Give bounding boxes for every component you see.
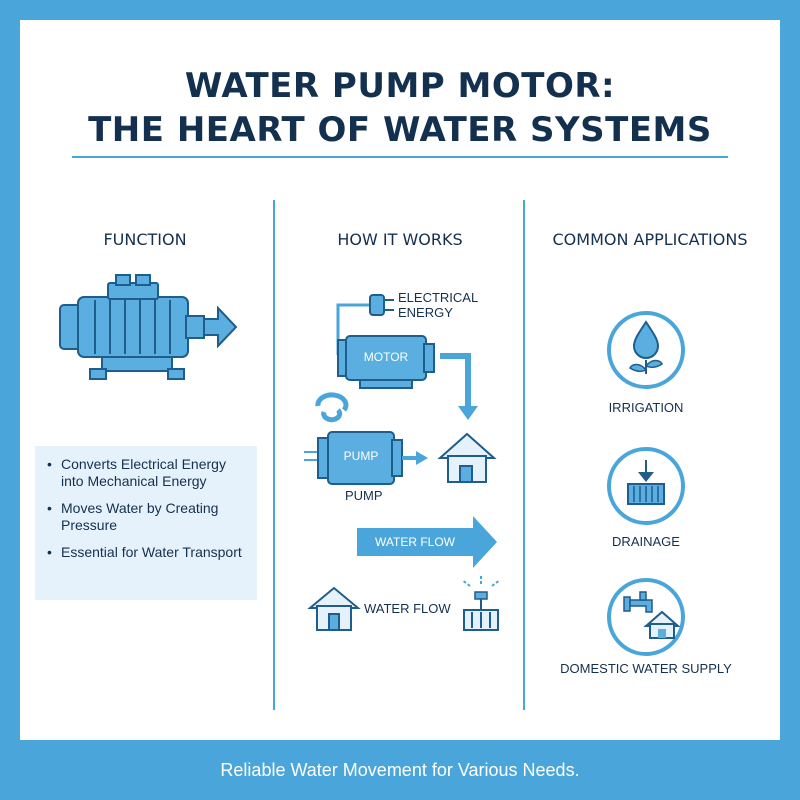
motor-block: [337, 335, 435, 389]
application-label-drainage: DRAINAGE: [612, 534, 680, 549]
applications-icons: [607, 311, 685, 656]
sprinkler-icon: [461, 574, 501, 631]
column-divider-left: [273, 200, 275, 710]
application-label-irrigation: IRRIGATION: [608, 400, 684, 415]
flow-arrow-down: [440, 353, 471, 408]
water-flow-arrow: [357, 516, 497, 568]
function-bullet-2: Moves Water by Creating Pressure: [45, 500, 247, 534]
how-it-works-heading: HOW IT WORKS: [337, 230, 463, 249]
title-line-2: THE HEART OF WATER SYSTEMS: [88, 110, 712, 150]
electrical-energy-label: ELECTRICAL ENERGY: [398, 290, 478, 320]
how-it-works-diagram: [304, 294, 501, 631]
swirl-icon: [315, 392, 349, 423]
electric-motor-icon: [59, 274, 238, 380]
column-divider-right: [523, 200, 525, 710]
water-flow-caption: WATER FLOW: [364, 601, 451, 616]
footer-tagline: Reliable Water Movement for Various Need…: [220, 760, 580, 780]
function-bullet-list: Converts Electrical Energy into Mechanic…: [35, 446, 257, 600]
water-flow-arrow-label: WATER FLOW: [375, 535, 455, 549]
page-title: WATER PUMP MOTOR: THE HEART OF WATER SYS…: [20, 64, 780, 152]
house-icon: [437, 432, 497, 483]
function-bullet-1: Converts Electrical Energy into Mechanic…: [45, 456, 247, 490]
pump-block: [304, 431, 403, 485]
function-bullet-3: Essential for Water Transport: [45, 544, 247, 561]
title-line-1: WATER PUMP MOTOR:: [184, 66, 616, 106]
applications-heading: COMMON APPLICATIONS: [552, 230, 748, 249]
title-divider: [72, 156, 728, 158]
drain-grate-icon: [607, 447, 685, 525]
motor-label: MOTOR: [363, 350, 409, 364]
pump-inner-label: PUMP: [343, 449, 379, 463]
infographic-card: WATER PUMP MOTOR: THE HEART OF WATER SYS…: [20, 20, 780, 740]
pump-caption: PUMP: [345, 488, 383, 503]
power-cable: [336, 303, 370, 355]
function-heading: FUNCTION: [103, 230, 187, 249]
faucet-house-icon: [607, 578, 685, 656]
application-label-domestic: DOMESTIC WATER SUPPLY: [560, 661, 732, 676]
electric-plug-icon: [369, 294, 394, 316]
house-small-icon: [307, 586, 361, 631]
plant-water-drop-icon: [607, 311, 685, 389]
